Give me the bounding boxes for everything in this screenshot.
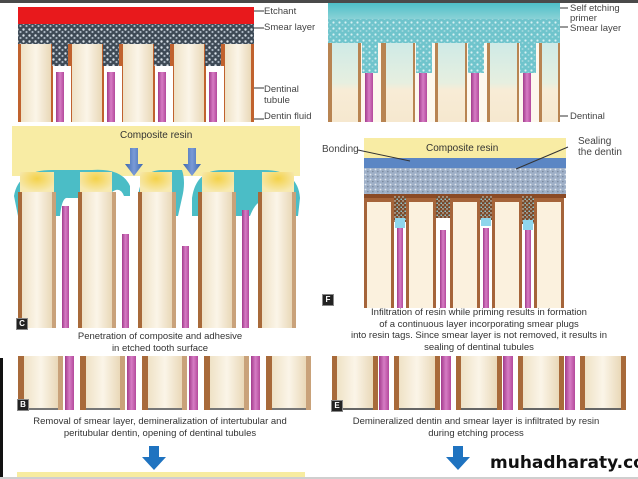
label-composite-resin-f: Composite resin	[426, 143, 499, 154]
next-panel-resin-strip	[17, 472, 305, 477]
dentin-columns-b	[18, 356, 311, 410]
dentin-fluid-c	[62, 206, 249, 328]
caption-f-line: of a continuous layer incorporating smea…	[379, 318, 579, 330]
label-composite-resin-c: Composite resin	[120, 130, 193, 141]
sealed-smear-layer	[364, 168, 566, 196]
leader-lines-f	[320, 130, 580, 180]
badge-f: F	[322, 294, 334, 306]
caption-c-line: in etched tooth surface	[111, 342, 209, 354]
label-tubule: tubule	[264, 95, 290, 106]
caption-c-line: Penetration of composite and adhesive	[77, 331, 243, 342]
badge-c: C	[16, 318, 28, 330]
resin-arrow-icons	[125, 148, 201, 176]
bottom-border	[0, 477, 638, 479]
panel-e-illustration	[332, 356, 626, 410]
dentin-fluid	[56, 72, 217, 122]
enamel-caps	[20, 172, 294, 194]
label-smear-layer: Smear layer	[264, 22, 316, 33]
label-self-etching: Self etching	[570, 3, 620, 14]
panel-c-composite	[12, 126, 300, 330]
caption-e-line: during etching process	[428, 427, 524, 439]
badge-e: E	[331, 400, 343, 412]
primer-layer	[328, 3, 560, 19]
panel-d-self-etch	[326, 3, 562, 122]
caption-b: Removal of smear layer, demineralization…	[10, 416, 310, 439]
smear-layer-d	[328, 17, 560, 43]
label-dentin-fluid: Dentin fluid	[264, 111, 312, 122]
resin-tags	[394, 196, 534, 230]
smear-layer	[18, 22, 254, 66]
dentin-fluid-d	[365, 73, 531, 122]
down-arrow-icon-b	[142, 446, 166, 470]
dentin-columns-c	[18, 192, 296, 328]
label-sealing: Sealing	[578, 136, 612, 147]
panel-b-removal	[16, 356, 312, 412]
caption-f: Infiltration of resin while priming resu…	[322, 307, 636, 353]
panel-a-illustration	[18, 7, 254, 122]
dentin-fluid-e	[379, 356, 575, 410]
panel-c-illustration	[12, 126, 300, 330]
panel-d-illustration	[326, 3, 562, 122]
caption-b-line: peritubular dentin, opening of dentinal …	[63, 427, 257, 439]
down-arrow-icon-e	[446, 446, 470, 470]
caption-c: Penetration of composite and adhesive in…	[40, 331, 280, 354]
label-dentinal: Dentinal	[264, 84, 299, 95]
label-the-dentin: the dentin	[578, 147, 622, 158]
left-edge-bar	[0, 358, 3, 479]
dentin-columns-e	[332, 356, 626, 410]
dentin-fluid-f	[397, 228, 531, 308]
caption-f-line: sealing of dentinal tubules	[424, 341, 534, 353]
panel-f-illustration	[364, 138, 566, 308]
bonding-layer	[364, 158, 566, 168]
watermark-logo: muhadharaty.com	[490, 453, 638, 473]
caption-f-line: Infiltration of resin while priming resu…	[371, 307, 587, 318]
label-dentinal-d: Dentinal	[570, 111, 605, 122]
top-border	[0, 0, 638, 3]
leader-lines-a	[254, 0, 266, 122]
caption-b-line: Removal of smear layer, demineralization…	[33, 416, 287, 427]
caption-e: Demineralized dentin and smear layer is …	[326, 416, 626, 439]
panel-e-infiltration	[330, 356, 626, 412]
caption-f-line: into resin tags. Since smear layer is no…	[350, 330, 608, 341]
label-primer: primer	[570, 13, 597, 24]
label-etchant: Etchant	[264, 6, 297, 17]
panel-f-bonding	[364, 138, 566, 308]
label-bonding: Bonding	[322, 144, 359, 155]
dentin-fluid-b	[65, 356, 260, 410]
caption-e-line: Demineralized dentin and smear layer is …	[352, 416, 600, 427]
badge-b: B	[17, 399, 29, 411]
label-smear-layer-d: Smear layer	[570, 23, 622, 34]
leader-lines-d	[560, 0, 570, 122]
panel-b-illustration	[18, 356, 311, 410]
panel-a-etchant-smear	[16, 4, 256, 122]
smear-plugs-d	[362, 41, 536, 73]
etchant-layer	[18, 7, 254, 24]
composite-resin-layer-f	[364, 138, 566, 158]
